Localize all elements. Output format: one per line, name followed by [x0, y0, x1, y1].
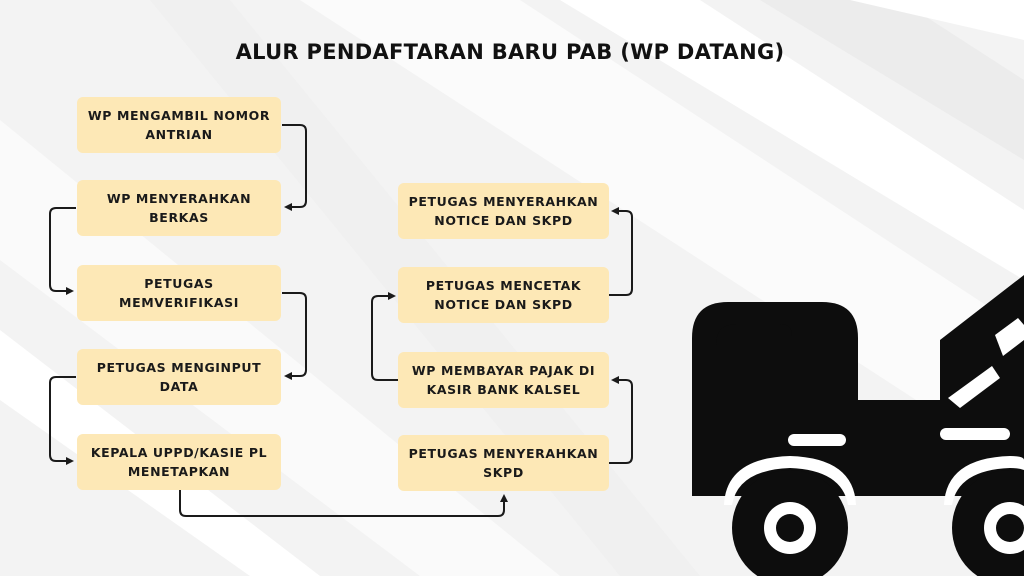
step-4-box: PETUGAS MENGINPUT DATA: [77, 349, 281, 405]
connector-7-8: [371, 292, 398, 381]
connector-2-3: [49, 207, 76, 295]
step-1-box: WP MENGAMBIL NOMOR ANTRIAN: [77, 97, 281, 153]
step-6-box: PETUGAS MENYERAHKAN SKPD: [398, 435, 609, 491]
connector-3-4: [282, 292, 307, 380]
step-1-label: WP MENGAMBIL NOMOR ANTRIAN: [87, 108, 271, 142]
connector-8-9: [609, 207, 633, 296]
step-7-box: WP MEMBAYAR PAJAK DI KASIR BANK KALSEL: [398, 352, 609, 408]
step-5-label: KEPALA UPPD/KASIE PL MENETAPKAN: [90, 445, 268, 479]
step-9-box: PETUGAS MENYERAHKAN NOTICE DAN SKPD: [398, 183, 609, 239]
connector-4-5: [49, 376, 76, 465]
step-4-label: PETUGAS MENGINPUT DATA: [96, 360, 262, 394]
step-8-box: PETUGAS MENCETAK NOTICE DAN SKPD: [398, 267, 609, 323]
step-2-label: WP MENYERAHKAN BERKAS: [106, 191, 252, 225]
step-2-box: WP MENYERAHKAN BERKAS: [77, 180, 281, 236]
step-3-box: PETUGAS MEMVERIFIKASI: [77, 265, 281, 321]
connector-1-2: [282, 124, 307, 211]
step-8-label: PETUGAS MENCETAK NOTICE DAN SKPD: [425, 278, 582, 312]
step-3-label: PETUGAS MEMVERIFIKASI: [119, 276, 239, 310]
step-5-box: KEPALA UPPD/KASIE PL MENETAPKAN: [77, 434, 281, 490]
step-9-label: PETUGAS MENYERAHKAN NOTICE DAN SKPD: [408, 194, 599, 228]
diagram-title: ALUR PENDAFTARAN BARU PAB (WP DATANG): [235, 40, 785, 64]
connector-6-7: [609, 376, 633, 464]
step-6-label: PETUGAS MENYERAHKAN SKPD: [408, 446, 599, 480]
step-7-label: WP MEMBAYAR PAJAK DI KASIR BANK KALSEL: [411, 363, 596, 397]
connector-5-6: [179, 490, 508, 517]
